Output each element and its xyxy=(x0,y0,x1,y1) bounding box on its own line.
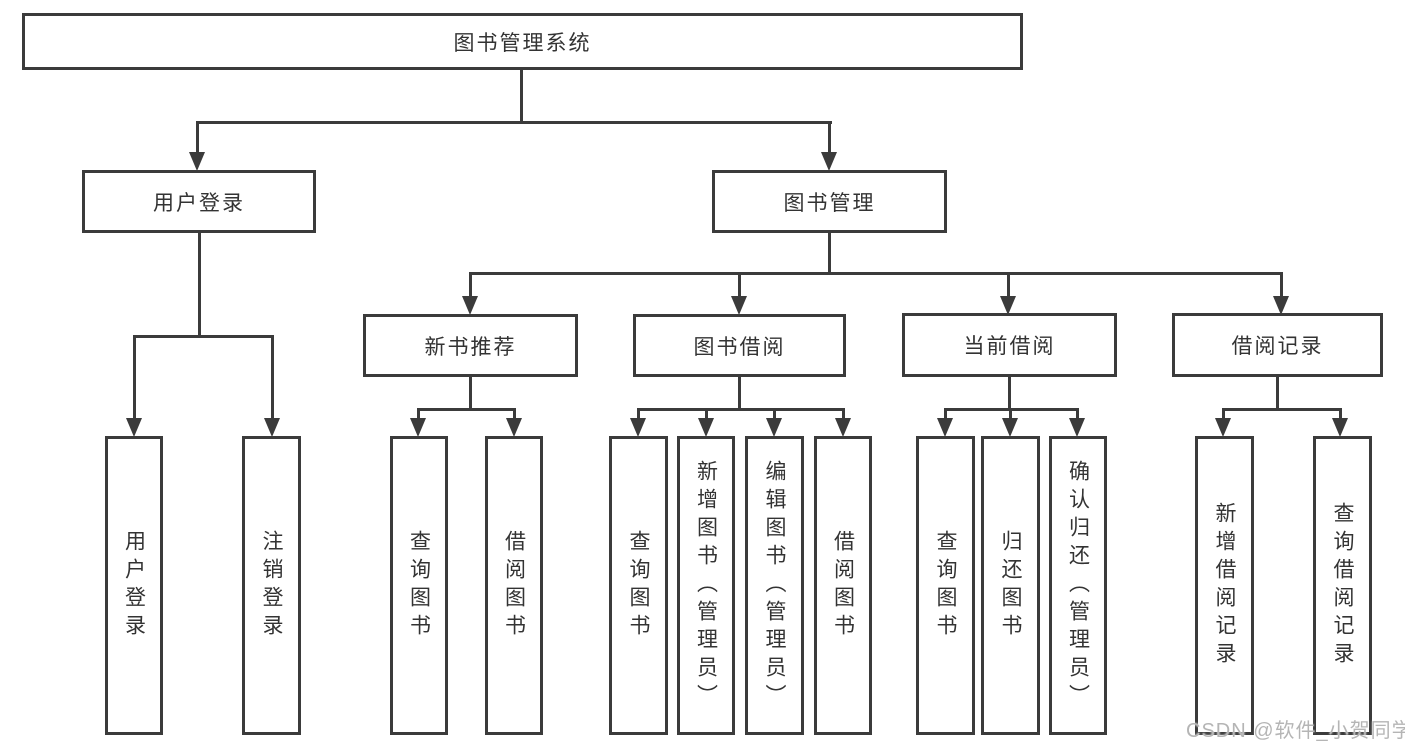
connector-line xyxy=(637,408,845,411)
leaf-current-confirm-return: 确认归还（管理员） xyxy=(1049,436,1107,735)
leaf-records-add: 新增借阅记录 xyxy=(1195,436,1254,735)
leaf-user-login-label: 用户登录 xyxy=(122,529,146,642)
arrowhead-icon xyxy=(698,418,714,437)
arrowhead-icon xyxy=(1069,418,1085,437)
arrowhead-icon xyxy=(1273,296,1289,315)
leaf-borrow-add-book: 新增图书（管理员） xyxy=(677,436,735,735)
connector-line xyxy=(1280,272,1283,297)
node-book-borrow: 图书借阅 xyxy=(633,314,846,377)
node-current-borrow: 当前借阅 xyxy=(902,313,1117,377)
arrowhead-icon xyxy=(1215,418,1231,437)
leaf-records-query-label: 查询借阅记录 xyxy=(1331,501,1354,670)
connector-line xyxy=(738,272,741,297)
node-user-login: 用户登录 xyxy=(82,170,316,233)
arrowhead-icon xyxy=(1332,418,1348,437)
connector-line xyxy=(637,408,640,420)
leaf-borrow-edit-book: 编辑图书（管理员） xyxy=(745,436,804,735)
connector-line xyxy=(133,335,136,419)
connector-line xyxy=(133,335,274,338)
connector-line xyxy=(196,121,199,154)
leaf-borrow-borrow-book: 借阅图书 xyxy=(814,436,872,735)
arrowhead-icon xyxy=(821,152,837,171)
arrowhead-icon xyxy=(766,418,782,437)
arrowhead-icon xyxy=(937,418,953,437)
node-new-book-recommend: 新书推荐 xyxy=(363,314,578,377)
node-book-mgmt-label: 图书管理 xyxy=(783,191,876,215)
leaf-current-return-label: 归还图书 xyxy=(999,529,1022,642)
arrowhead-icon xyxy=(410,418,426,437)
connector-line xyxy=(828,121,831,154)
connector-line xyxy=(1007,272,1010,297)
node-root: 图书管理系统 xyxy=(22,13,1023,70)
leaf-logout: 注销登录 xyxy=(242,436,301,735)
leaf-newbook-borrow: 借阅图书 xyxy=(485,436,543,735)
arrowhead-icon xyxy=(189,152,205,171)
connector-line xyxy=(1222,408,1342,411)
node-book-mgmt: 图书管理 xyxy=(712,170,947,233)
leaf-current-query-label: 查询图书 xyxy=(934,529,957,642)
arrowhead-icon xyxy=(1000,296,1016,315)
arrowhead-icon xyxy=(126,418,142,437)
leaf-borrow-borrow-book-label: 借阅图书 xyxy=(831,529,855,642)
leaf-borrow-query-label: 查询图书 xyxy=(627,529,650,642)
connector-line xyxy=(705,408,708,420)
connector-line xyxy=(417,408,516,411)
leaf-newbook-query: 查询图书 xyxy=(390,436,448,735)
connector-line xyxy=(738,377,741,411)
connector-line xyxy=(469,272,472,297)
connector-line xyxy=(198,233,201,338)
node-root-label: 图书管理系统 xyxy=(453,31,592,55)
node-borrow-records-label: 借阅记录 xyxy=(1231,335,1324,358)
connector-line xyxy=(469,377,472,411)
arrowhead-icon xyxy=(835,418,851,437)
connector-line xyxy=(520,69,523,124)
arrowhead-icon xyxy=(506,418,522,437)
leaf-current-return: 归还图书 xyxy=(981,436,1040,735)
node-user-login-label: 用户登录 xyxy=(153,191,245,215)
connector-line xyxy=(1222,408,1225,420)
connector-line xyxy=(828,233,831,275)
node-current-borrow-label: 当前借阅 xyxy=(963,335,1056,358)
connector-line xyxy=(271,335,274,419)
node-book-borrow-label: 图书借阅 xyxy=(693,335,786,359)
leaf-records-query: 查询借阅记录 xyxy=(1313,436,1372,735)
leaf-borrow-add-book-label: 新增图书（管理员） xyxy=(694,459,718,712)
watermark: CSDN @软件_小贺同学 xyxy=(1186,720,1405,742)
leaf-newbook-borrow-label: 借阅图书 xyxy=(502,529,526,642)
leaf-logout-label: 注销登录 xyxy=(260,529,283,642)
connector-line xyxy=(1008,377,1011,411)
connector-line xyxy=(842,408,845,420)
leaf-newbook-query-label: 查询图书 xyxy=(407,529,431,642)
leaf-borrow-query: 查询图书 xyxy=(609,436,668,735)
connector-line xyxy=(196,121,832,124)
leaf-current-confirm-return-label: 确认归还（管理员） xyxy=(1066,459,1090,712)
leaf-user-login: 用户登录 xyxy=(105,436,163,735)
node-borrow-records: 借阅记录 xyxy=(1172,313,1383,377)
connector-line xyxy=(513,408,516,420)
arrowhead-icon xyxy=(462,296,478,315)
leaf-records-add-label: 新增借阅记录 xyxy=(1213,501,1236,670)
connector-line xyxy=(944,408,947,420)
leaf-borrow-edit-book-label: 编辑图书（管理员） xyxy=(763,459,786,712)
connector-line xyxy=(469,272,1283,275)
connector-line xyxy=(1339,408,1342,420)
connector-line xyxy=(1276,377,1279,411)
arrowhead-icon xyxy=(1002,418,1018,437)
connector-line xyxy=(1009,408,1012,420)
arrowhead-icon xyxy=(264,418,280,437)
connector-line xyxy=(773,408,776,420)
node-new-book-recommend-label: 新书推荐 xyxy=(424,335,517,359)
arrowhead-icon xyxy=(630,418,646,437)
connector-line xyxy=(417,408,420,420)
connector-line xyxy=(1076,408,1079,420)
arrowhead-icon xyxy=(731,296,747,315)
leaf-current-query: 查询图书 xyxy=(916,436,975,735)
